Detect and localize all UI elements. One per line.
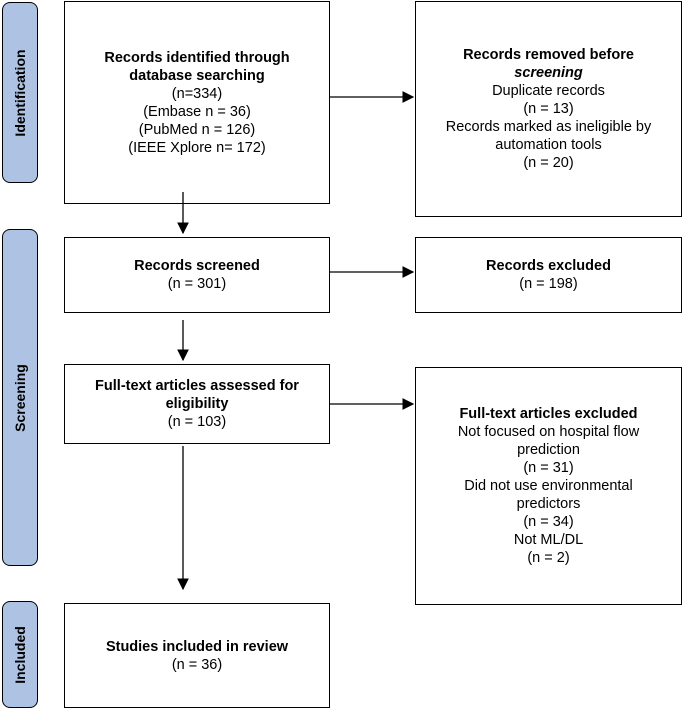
- exclusion-reason-2: Did not use environmental predictors: [464, 478, 633, 512]
- studies-included-count: (n = 36): [171, 656, 223, 673]
- records-identified-ieee: (IEEE Xplore n= 172): [128, 139, 266, 156]
- fulltext-assessed-count: (n = 103): [167, 414, 227, 430]
- records-excluded-count: (n = 198): [519, 276, 578, 292]
- studies-included-title: Studies included in review: [105, 638, 289, 655]
- duplicate-records-count: (n = 13): [523, 101, 574, 117]
- records-removed-title-italic: screening: [514, 65, 583, 81]
- records-excluded-box: Records excluded (n = 198): [415, 237, 682, 313]
- records-identified-embase: (Embase n = 36): [143, 103, 251, 120]
- records-screened-box: Records screened (n = 301): [64, 237, 330, 313]
- stage-identification: Identification: [2, 2, 38, 183]
- exclusion-reason-1-count: (n = 31): [523, 460, 574, 476]
- studies-included-box: Studies included in review (n = 36): [64, 603, 330, 708]
- records-screened-count: (n = 301): [167, 276, 227, 292]
- fulltext-assessed-title: Full-text articles assessed for eligibil…: [95, 378, 299, 412]
- records-screened-title: Records screened: [134, 258, 260, 274]
- fulltext-excluded-box: Full-text articles excluded Not focused …: [415, 367, 682, 605]
- ineligible-records-label: Records marked as ineligible by automati…: [445, 119, 652, 153]
- exclusion-reason-2-count: (n = 34): [523, 514, 574, 530]
- records-identified-pubmed: (PubMed n = 126): [138, 121, 256, 138]
- fulltext-excluded-title: Full-text articles excluded: [459, 406, 638, 422]
- stage-screening: Screening: [2, 229, 38, 566]
- duplicate-records-label: Duplicate records: [492, 83, 605, 99]
- records-identified-box: Records identified through database sear…: [64, 1, 330, 204]
- exclusion-reason-3: Not ML/DL: [513, 532, 584, 548]
- records-excluded-title: Records excluded: [486, 258, 611, 274]
- fulltext-assessed-box: Full-text articles assessed for eligibil…: [64, 364, 330, 444]
- records-removed-title: Records removed before: [463, 47, 634, 63]
- stage-included: Included: [2, 601, 38, 708]
- records-identified-title: Records identified through database sear…: [104, 49, 290, 84]
- ineligible-records-count: (n = 20): [523, 155, 574, 171]
- exclusion-reason-1: Not focused on hospital flow prediction: [457, 424, 640, 458]
- records-removed-box: Records removed before screening Duplica…: [415, 1, 682, 217]
- records-identified-total: (n=334): [171, 85, 223, 102]
- exclusion-reason-3-count: (n = 2): [527, 550, 570, 566]
